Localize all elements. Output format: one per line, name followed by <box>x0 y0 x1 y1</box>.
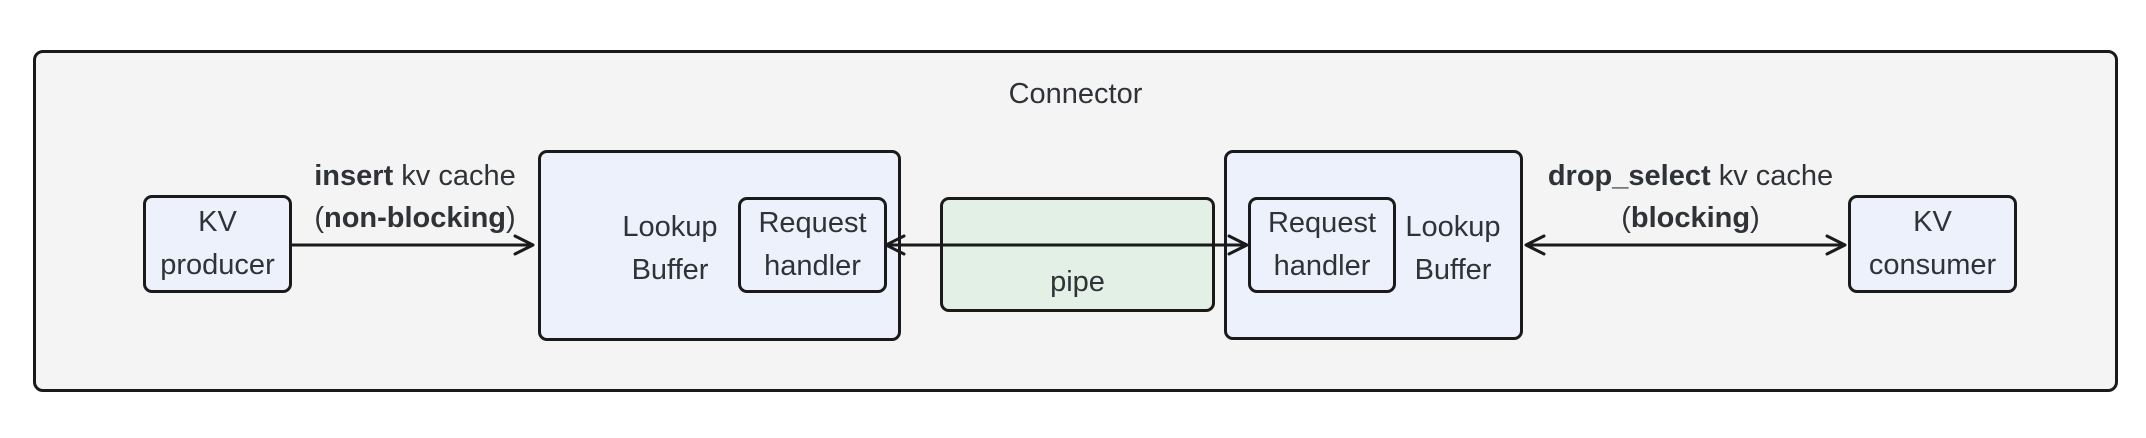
lookup-buffer-right-label-line2: Buffer <box>1414 254 1492 286</box>
lookup-buffer-right-node: Request handler Lookup Buffer <box>1224 150 1523 340</box>
diagram-title: Connector <box>1008 78 1143 110</box>
kv-producer-label-line2: producer <box>160 249 275 281</box>
lookup-buffer-left-label-line2: Buffer <box>631 254 709 286</box>
lookup-buffer-left-label: Lookup Buffer <box>590 206 750 292</box>
insert-edge-label: insert kv cache (non-blocking) <box>265 155 565 239</box>
kv-consumer-label-line2: consumer <box>1868 249 1997 281</box>
insert-edge-label-line1: insert kv cache <box>314 160 516 192</box>
pipe-node: pipe <box>940 197 1215 312</box>
insert-edge-label-line2: (non-blocking) <box>314 202 516 234</box>
request-handler-right-label-line2: handler <box>1273 250 1371 282</box>
request-handler-left-label-line2: handler <box>764 250 861 282</box>
request-handler-right-label-line1: Request <box>1267 207 1376 239</box>
request-handler-left-node: Request handler <box>738 197 887 293</box>
drop-select-edge-label-line1: drop_select kv cache <box>1547 160 1834 192</box>
pipe-label: pipe <box>1050 266 1105 298</box>
kv-consumer-node: KV consumer <box>1848 195 2017 293</box>
request-handler-right-node: Request handler <box>1248 197 1396 293</box>
drop-select-edge-label-line2: (blocking) <box>1621 202 1760 234</box>
lookup-buffer-right-label: Lookup Buffer <box>1373 206 1533 292</box>
kv-producer-node: KV producer <box>143 195 292 293</box>
kv-consumer-label-line1: KV <box>1913 206 1952 238</box>
drop-select-edge-label: drop_select kv cache (blocking) <box>1528 155 1853 239</box>
lookup-buffer-left-label-line1: Lookup <box>622 211 718 243</box>
kv-producer-label-line1: KV <box>198 206 237 238</box>
lookup-buffer-left-node: Lookup Buffer Request handler <box>538 150 901 341</box>
request-handler-left-label-line1: Request <box>758 207 867 239</box>
lookup-buffer-right-label-line1: Lookup <box>1405 211 1501 243</box>
